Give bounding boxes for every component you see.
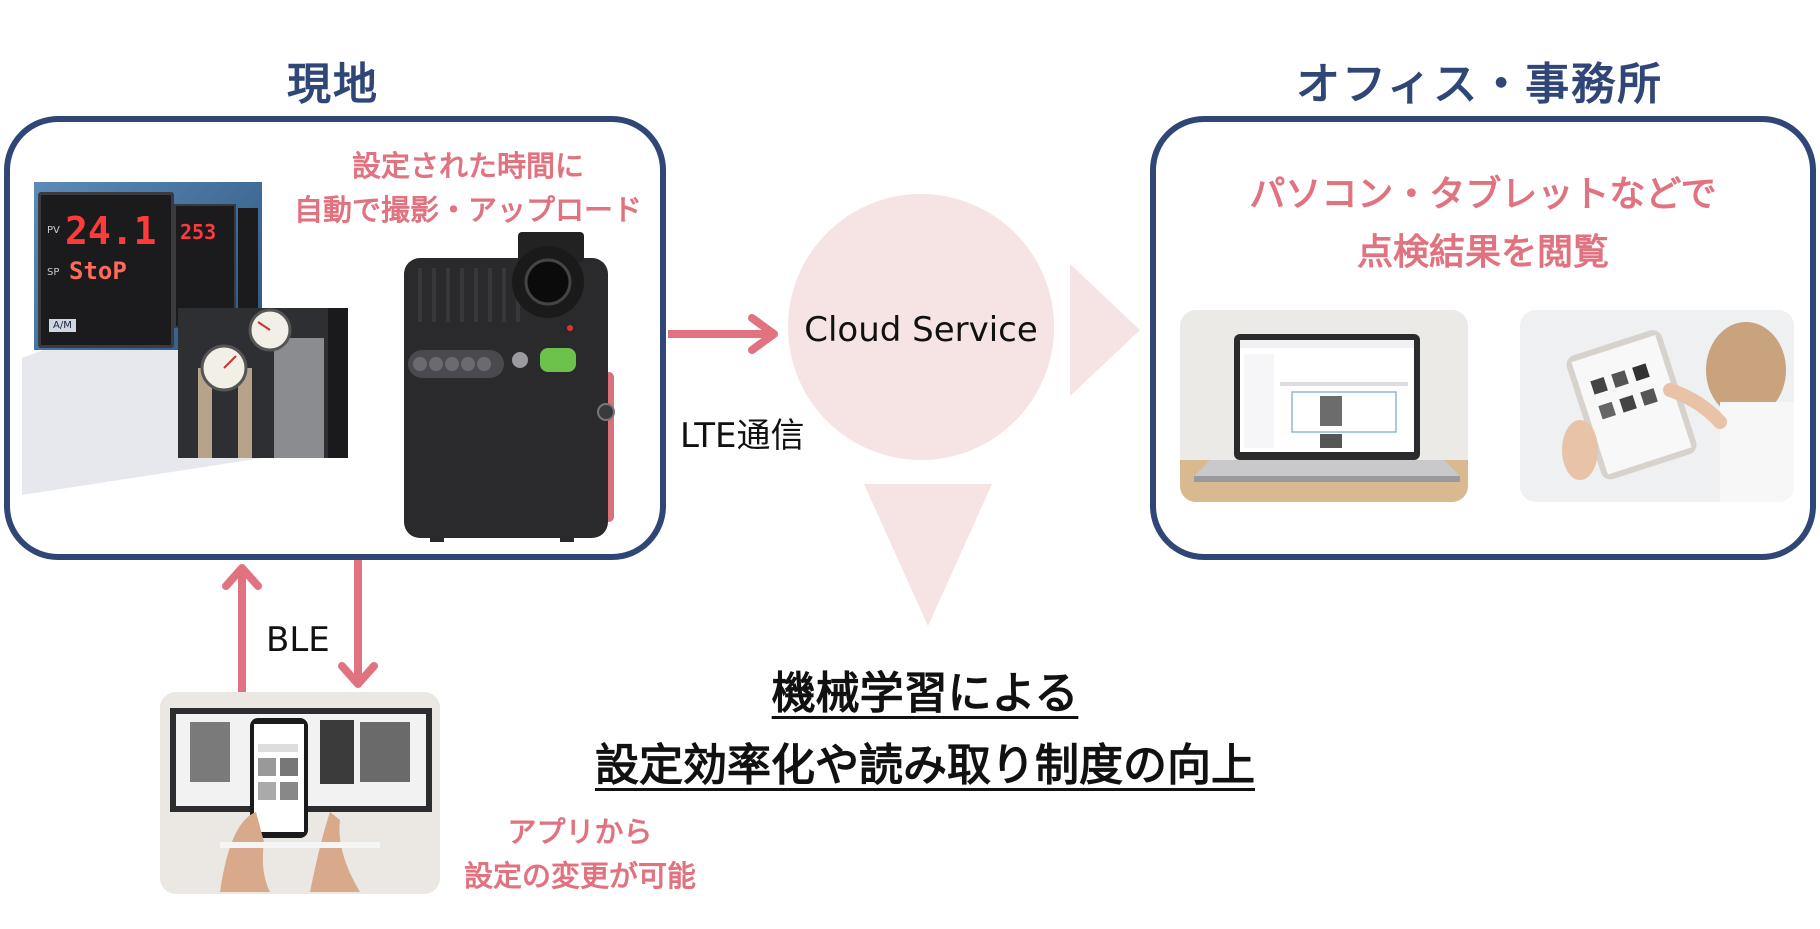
app-caption-line-1: アプリから: [507, 815, 653, 849]
office-caption: パソコン・タブレットなどで 点検結果を閲覧: [1150, 166, 1816, 282]
app-caption: アプリから 設定の変更が可能: [440, 810, 720, 898]
cloud-service-label: Cloud Service: [804, 310, 1038, 350]
cloud-to-office-arrow: [1070, 264, 1140, 396]
tablet-illustration: [1520, 310, 1794, 502]
sp-label: SP: [47, 267, 60, 278]
pv-display: 24.1: [65, 209, 157, 253]
lte-label: LTE通信: [680, 416, 805, 456]
pv-label: PV: [47, 225, 60, 236]
pressure-gauge-photo: [178, 308, 348, 458]
ble-label: BLE: [266, 620, 330, 660]
camera-device: [400, 232, 620, 550]
cloud-service-circle: [788, 194, 1054, 460]
onsite-title: 現地: [287, 59, 379, 110]
laptop-photo: [1180, 310, 1468, 502]
onsite-caption: 設定された時間に 自動で撮影・アップロード: [283, 144, 653, 232]
controller-unit: PV 24.1 SP StoP A/M: [38, 192, 174, 348]
camera-device-illustration: [404, 232, 615, 542]
office-caption-line-2: 点検結果を閲覧: [1356, 232, 1609, 273]
gauge-illustration: [178, 308, 348, 458]
controller-badge: A/M: [49, 319, 76, 332]
ml-caption: 機械学習による 設定効率化や読み取り制度の向上: [560, 658, 1290, 802]
onsite-caption-line-2: 自動で撮影・アップロード: [293, 193, 642, 227]
lte-arrow: [668, 314, 778, 354]
ml-caption-line-2: 設定効率化や読み取り制度の向上: [595, 740, 1255, 791]
ml-caption-line-1: 機械学習による: [771, 668, 1079, 719]
controller2-display: 253: [180, 220, 217, 244]
onsite-caption-line-1: 設定された時間に: [351, 149, 584, 183]
smartphone-photo: [160, 692, 440, 894]
sp-display: StoP: [69, 257, 127, 285]
tablet-photo: [1520, 310, 1794, 502]
controller-unit-2: 253: [174, 204, 236, 328]
laptop-illustration: [1180, 334, 1468, 502]
ble-arrows: [222, 560, 378, 696]
smartphone-illustration: [160, 692, 440, 894]
app-caption-line-2: 設定の変更が可能: [463, 859, 696, 893]
cloud-to-ml-arrow: [864, 484, 992, 626]
office-caption-line-1: パソコン・タブレットなどで: [1249, 174, 1717, 215]
office-title: オフィス・事務所: [1296, 59, 1664, 110]
